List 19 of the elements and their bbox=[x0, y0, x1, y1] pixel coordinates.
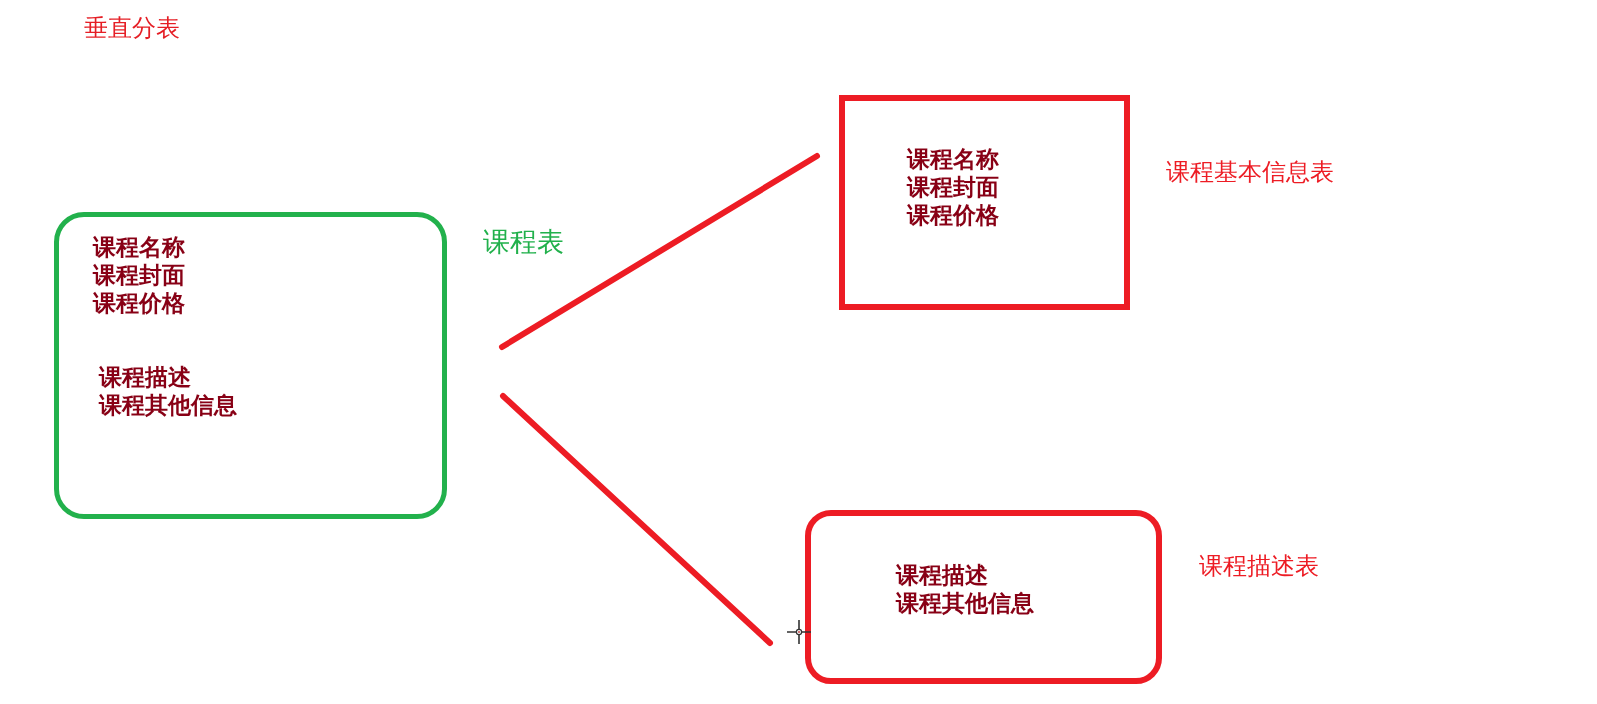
column-name: 课程其他信息 bbox=[896, 589, 1034, 617]
column-name: 课程封面 bbox=[907, 173, 999, 201]
column-name: 课程其他信息 bbox=[99, 391, 237, 419]
title: 垂直分表 bbox=[84, 13, 180, 43]
table-name: 课程表 bbox=[483, 227, 564, 257]
column-name: 课程价格 bbox=[93, 289, 185, 317]
table-box bbox=[805, 510, 1162, 684]
connector-line bbox=[499, 153, 820, 350]
table-box bbox=[54, 212, 447, 519]
column-name: 课程描述 bbox=[99, 363, 191, 391]
column-name: 课程封面 bbox=[93, 261, 185, 289]
table-name: 课程基本信息表 bbox=[1166, 157, 1334, 187]
column-name: 课程描述 bbox=[896, 561, 988, 589]
table-name: 课程描述表 bbox=[1199, 551, 1319, 581]
column-name: 课程名称 bbox=[907, 145, 999, 173]
connector-line bbox=[500, 393, 773, 646]
column-name: 课程名称 bbox=[93, 233, 185, 261]
table-box bbox=[839, 95, 1130, 310]
column-name: 课程价格 bbox=[907, 201, 999, 229]
